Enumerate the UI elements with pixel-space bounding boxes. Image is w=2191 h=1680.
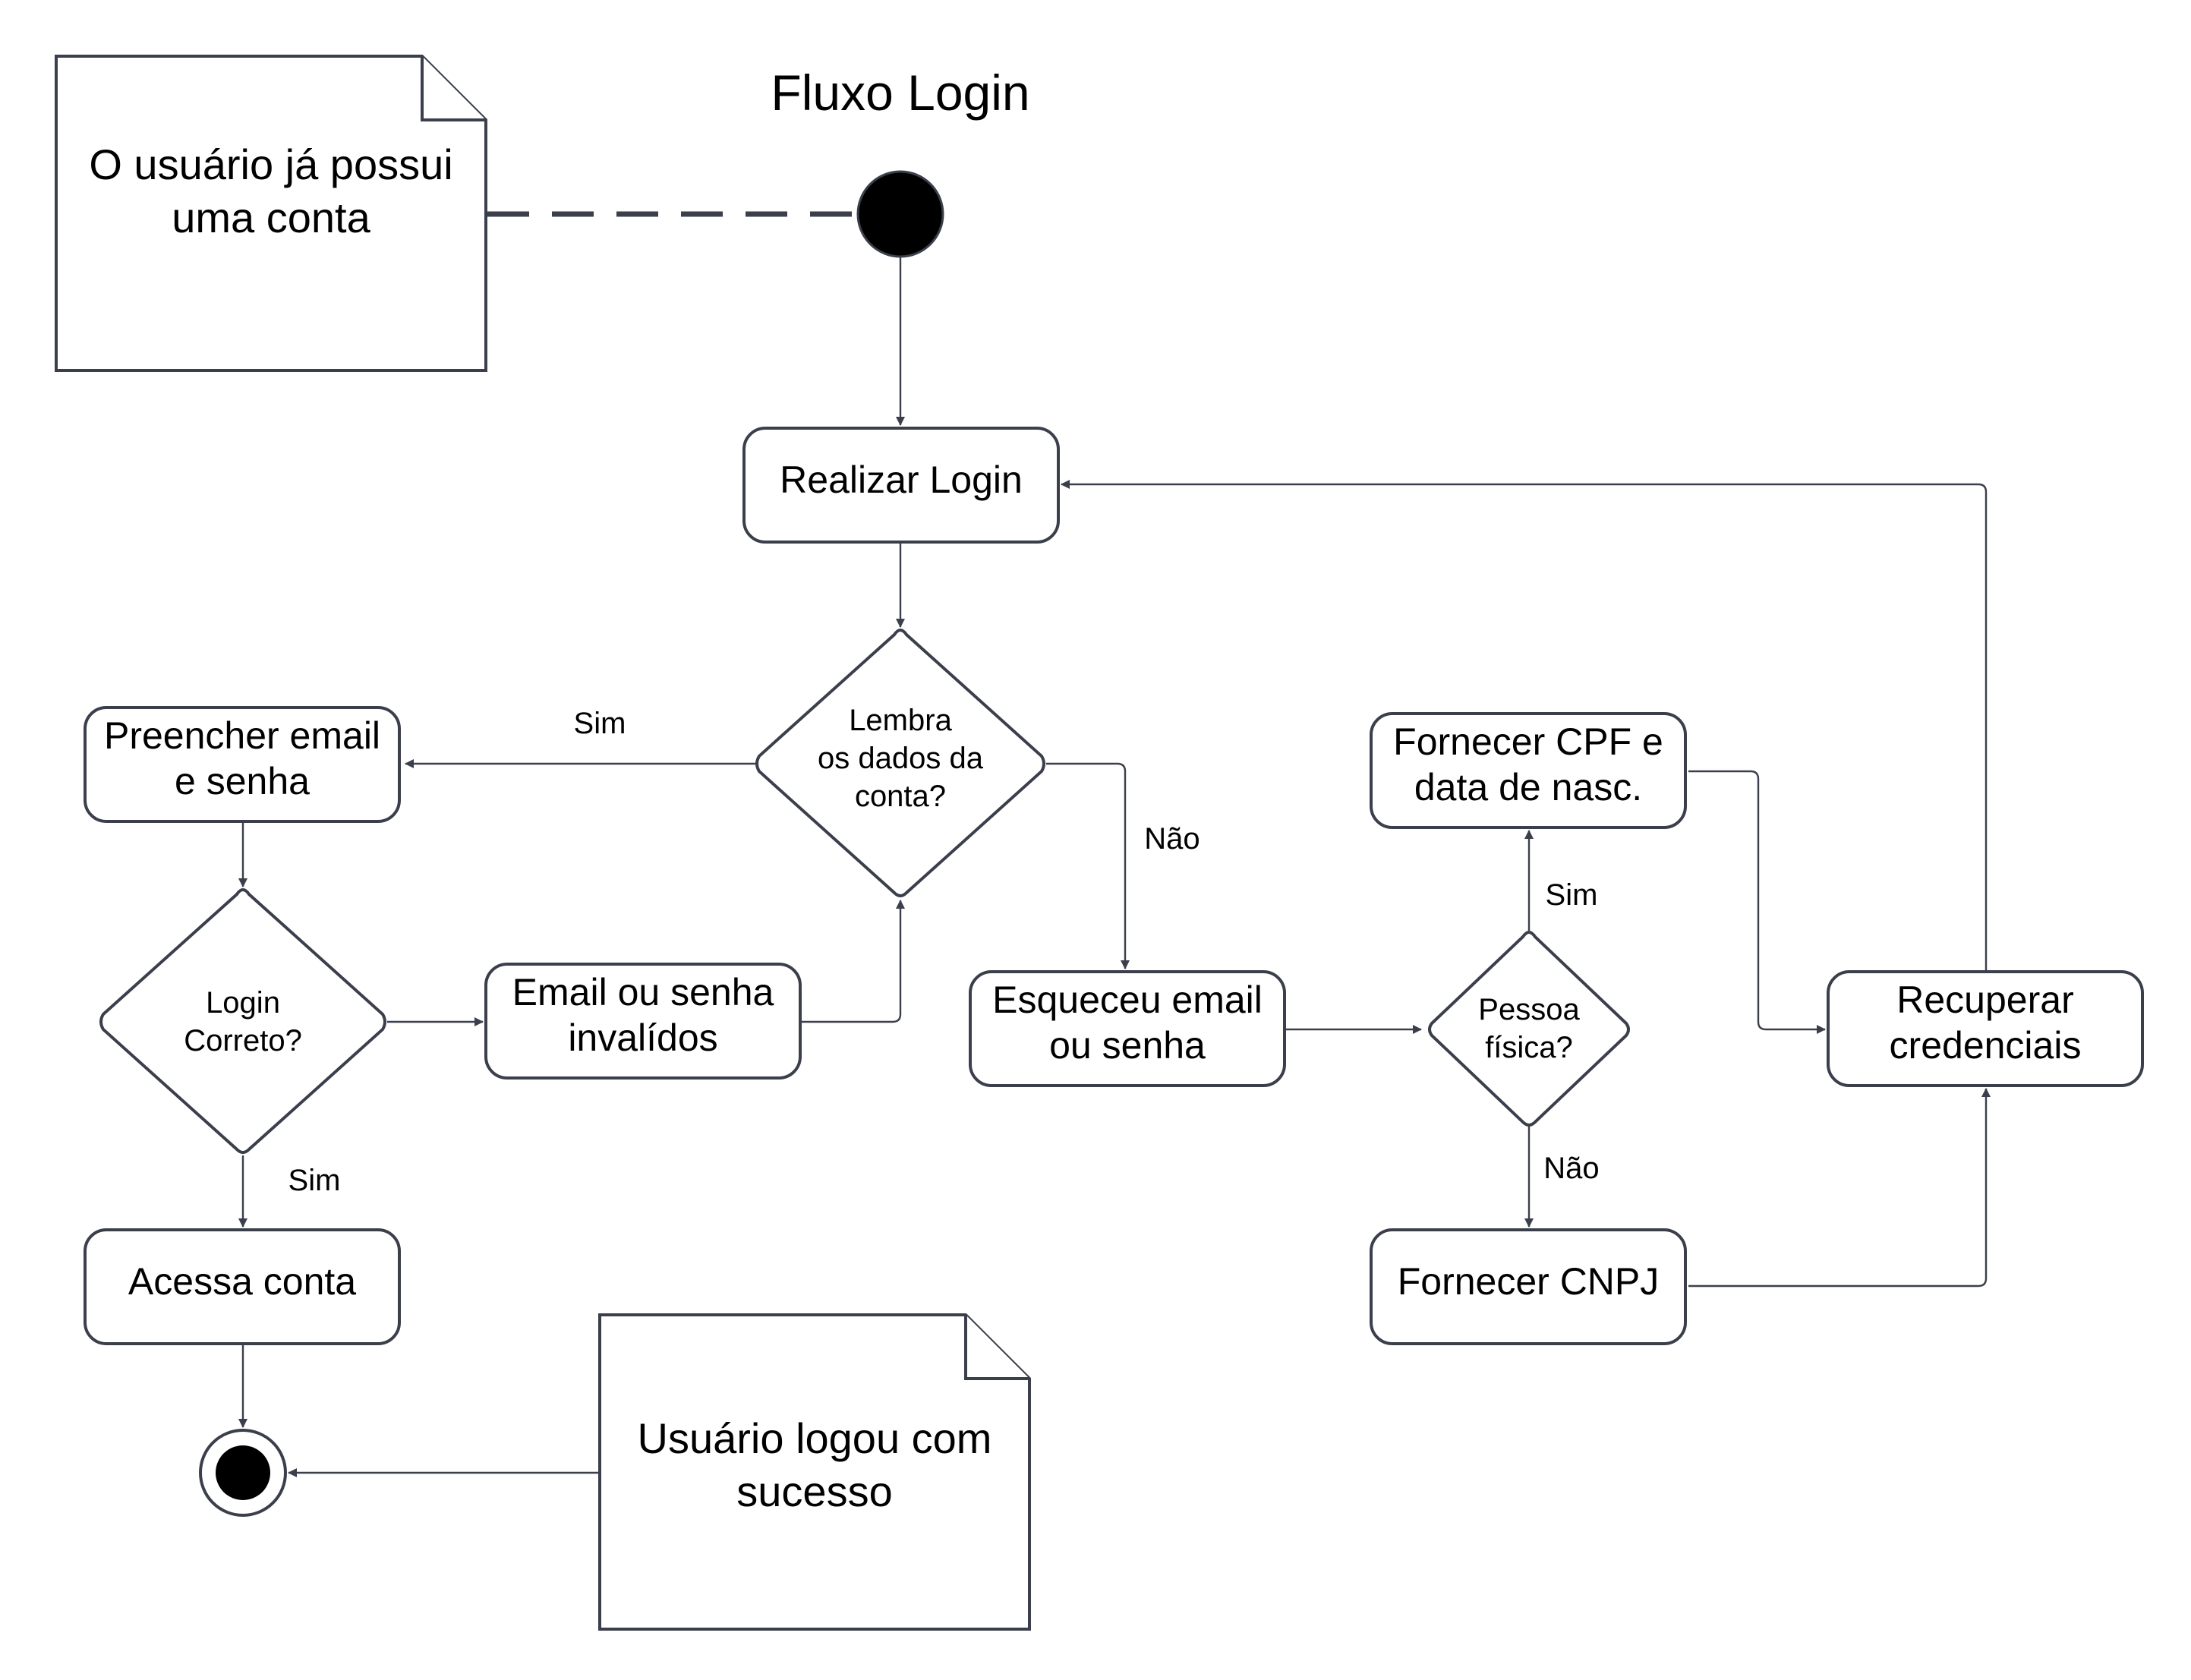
text-line: Login bbox=[206, 986, 280, 1020]
text-line: Correto? bbox=[184, 1024, 302, 1057]
text-line: data de nasc. bbox=[1414, 766, 1642, 808]
text-line: conta? bbox=[855, 780, 946, 813]
end-note-text: Usuário logou com sucesso bbox=[638, 1414, 992, 1515]
text-line: invalídos bbox=[568, 1017, 717, 1059]
edge-recuperar-to-login bbox=[1061, 480, 1988, 970]
edge-label-lembra-sim: Sim bbox=[574, 707, 626, 740]
svg-text:Realizar Login: Realizar Login bbox=[780, 459, 1023, 501]
end-note: Usuário logou com sucesso bbox=[598, 1313, 1031, 1631]
node-acessa-conta: Acessa conta bbox=[84, 1228, 401, 1345]
text-line: física? bbox=[1485, 1031, 1573, 1064]
text-line: Lembra bbox=[849, 704, 952, 737]
end-node bbox=[199, 1429, 287, 1517]
text-line: Realizar Login bbox=[780, 459, 1023, 501]
edge-label-login-sim: Sim bbox=[288, 1164, 341, 1197]
text-line: O usuário já possui bbox=[89, 140, 452, 188]
text-line: Fornecer CPF e bbox=[1393, 720, 1663, 763]
text-line: Preencher email bbox=[104, 714, 380, 757]
connectors bbox=[238, 257, 1991, 1477]
text-line: Acessa conta bbox=[128, 1260, 356, 1303]
text-line: Recuperar bbox=[1896, 979, 2073, 1021]
text-line: credenciais bbox=[1890, 1024, 2082, 1067]
start-node bbox=[856, 170, 944, 258]
text-line: os dados da bbox=[818, 742, 984, 775]
text-line: Email ou senha bbox=[512, 971, 774, 1013]
edge-lembra-to-esqueceu bbox=[1046, 762, 1130, 969]
svg-text:Fornecer CNPJ: Fornecer CNPJ bbox=[1398, 1260, 1660, 1303]
edge-label-lembra-nao: Não bbox=[1144, 822, 1200, 856]
node-realizar-login: Realizar Login bbox=[742, 427, 1060, 544]
edge-email-invalido-to-lembra bbox=[800, 900, 905, 1023]
edge-cpf-to-recuperar bbox=[1688, 770, 1826, 1034]
text-line: Usuário logou com bbox=[638, 1414, 992, 1462]
text-line: ou senha bbox=[1049, 1024, 1206, 1067]
text-line: sucesso bbox=[736, 1467, 892, 1515]
edge-label-pessoa-nao: Não bbox=[1543, 1152, 1599, 1185]
text-line: Esqueceu email bbox=[992, 979, 1263, 1021]
text-line: e senha bbox=[175, 760, 310, 802]
start-note: O usuário já possui uma conta bbox=[55, 55, 487, 372]
decision-lembra-dados: Lembra os dados da conta? bbox=[755, 628, 1045, 897]
text-line: Pessoa bbox=[1478, 993, 1580, 1026]
decision-pessoa-fisica: Pessoa física? bbox=[1428, 930, 1630, 1127]
start-note-text: O usuário já possui uma conta bbox=[89, 140, 452, 241]
diagram-title: Fluxo Login bbox=[771, 65, 1029, 121]
node-fornecer-cnpj: Fornecer CNPJ bbox=[1370, 1228, 1687, 1345]
svg-text:Acessa conta: Acessa conta bbox=[128, 1260, 356, 1303]
edge-cnpj-to-recuperar bbox=[1688, 1088, 1991, 1288]
text-line: uma conta bbox=[172, 194, 370, 241]
edge-label-pessoa-sim: Sim bbox=[1546, 878, 1598, 912]
text-line: Fornecer CNPJ bbox=[1398, 1260, 1660, 1303]
